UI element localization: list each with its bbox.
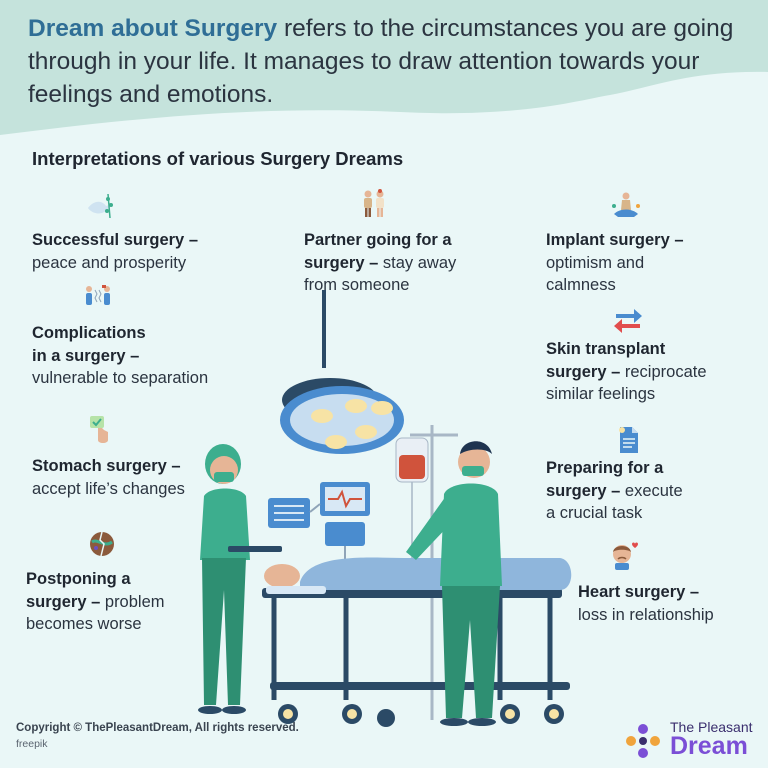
brand-name-main: Dream xyxy=(670,732,748,760)
item-title: Heart surgery – xyxy=(578,583,700,601)
item-successful-surgery: Successful surgery – peace and prosperit… xyxy=(32,229,198,274)
item-meaning: loss in relationship xyxy=(578,605,714,624)
meditation-icon xyxy=(612,192,640,217)
hand-check-icon xyxy=(90,416,108,443)
item-title-line1: Complications xyxy=(32,324,146,342)
couple-icon xyxy=(364,189,384,217)
item-title-line1: Postponing a xyxy=(26,570,131,588)
flower-logo-icon xyxy=(626,724,660,758)
surgery-illustration xyxy=(198,290,572,727)
header-body: refers to the circumstances you are goin… xyxy=(28,15,734,108)
item-meaning-line1: optimism and xyxy=(546,253,645,272)
item-title-line1: Skin transplant xyxy=(546,340,666,358)
brand-name-top: The Pleasant xyxy=(670,719,753,735)
item-meaning: vulnerable to separation xyxy=(32,369,209,387)
item-stomach-surgery: Stomach surgery – accept life’s changes xyxy=(32,455,185,500)
dove-icon xyxy=(88,193,113,219)
item-meaning-line2: from someone xyxy=(304,276,410,294)
brand-logo: The Pleasant Dream xyxy=(624,718,764,762)
item-heart-surgery: Heart surgery – loss in relationship xyxy=(578,581,714,626)
item-title-line2: surgery – xyxy=(546,481,621,500)
item-meaning: peace and prosperity xyxy=(32,253,187,272)
item-meaning-line1: execute xyxy=(624,481,683,500)
item-title: Implant surgery – xyxy=(546,231,684,249)
item-title-line2: in a surgery – xyxy=(32,346,140,365)
item-meaning-line1: reciprocate xyxy=(624,362,707,381)
item-meaning-line1: stay away xyxy=(382,253,457,272)
item-title-line2: surgery – xyxy=(26,592,101,611)
item-title-line1: Preparing for a xyxy=(546,459,664,477)
section-title: Interpretations of various Surgery Dream… xyxy=(32,148,404,169)
document-icon xyxy=(619,427,638,453)
header-text: Dream about Surgery refers to the circum… xyxy=(28,12,748,111)
item-title-line2: surgery – xyxy=(304,253,379,272)
header-highlight: Dream about Surgery xyxy=(28,15,278,42)
copyright-text: Copyright © ThePleasantDream, All rights… xyxy=(16,722,299,734)
item-preparing: Preparing for a surgery – execute a cruc… xyxy=(546,457,683,525)
sad-girl-heart-icon xyxy=(613,542,638,570)
item-skin-transplant: Skin transplant surgery – reciprocate si… xyxy=(546,338,707,406)
item-complications: Complications in a surgery – vulnerable … xyxy=(32,322,208,390)
item-partner-surgery: Partner going for a surgery – stay away … xyxy=(304,229,456,297)
item-title: Successful surgery – xyxy=(32,231,198,249)
credit-text: freepik xyxy=(16,738,48,750)
item-meaning-line2: calmness xyxy=(546,276,616,294)
item-title-line2: surgery – xyxy=(546,362,621,381)
people-arguing-icon xyxy=(86,285,110,305)
broken-globe-icon xyxy=(90,531,114,557)
item-meaning-line2: becomes worse xyxy=(26,615,142,633)
item-meaning-line2: a crucial task xyxy=(546,504,643,522)
item-title: Stomach surgery – xyxy=(32,457,181,475)
item-postponing: Postponing a surgery – problem becomes w… xyxy=(26,568,165,636)
item-meaning-line1: problem xyxy=(104,592,165,611)
item-meaning: accept life’s changes xyxy=(32,479,185,498)
item-meaning-line2: similar feelings xyxy=(546,385,656,403)
item-implant-surgery: Implant surgery – optimism and calmness xyxy=(546,229,684,297)
exchange-arrows-icon xyxy=(614,309,642,333)
item-title-line1: Partner going for a xyxy=(304,231,452,249)
